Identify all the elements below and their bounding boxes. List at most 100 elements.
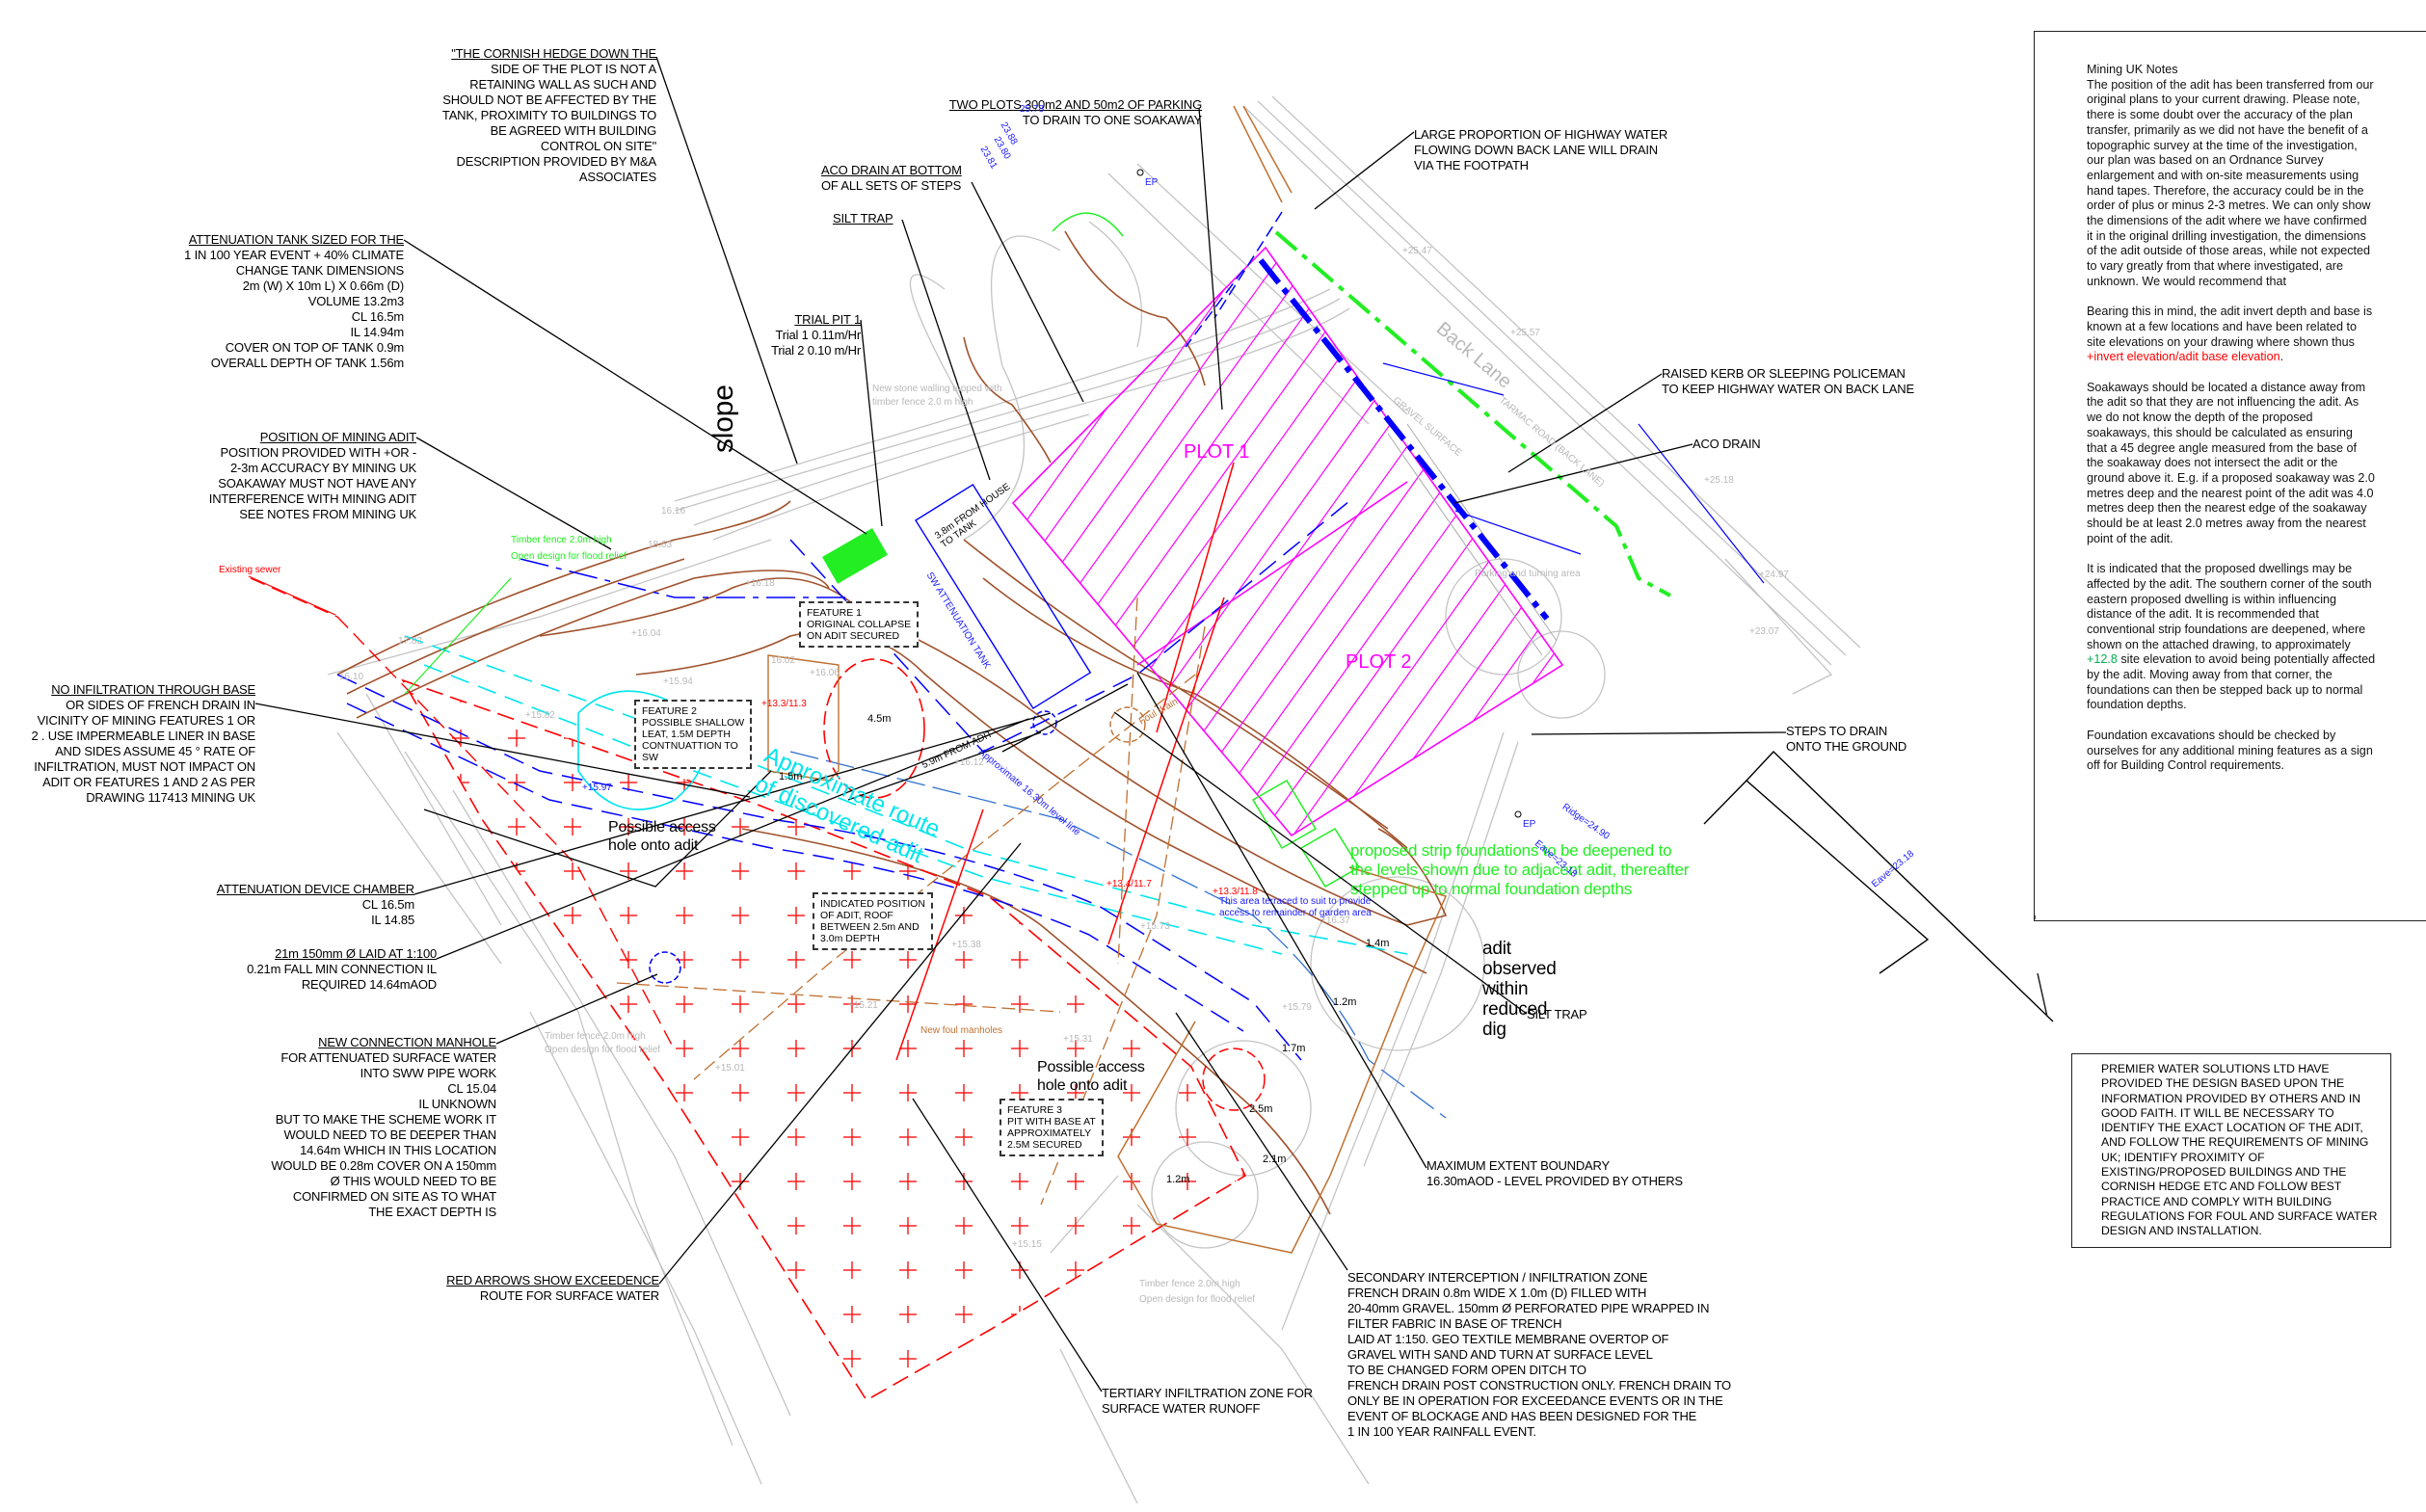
cross-mark	[508, 1217, 525, 1234]
footpath-edge	[1233, 105, 1283, 203]
stone-wall-label: New stone walling topped with	[872, 384, 1002, 394]
feature-3-box: FEATURE 3 PIT WITH BASE AT APPROXIMATELY…	[1000, 1099, 1104, 1156]
cross-mark	[843, 1084, 861, 1101]
cross-mark	[508, 818, 525, 836]
back-lane-drain	[1185, 211, 1283, 348]
cross-mark	[620, 995, 637, 1013]
cross-mark	[1011, 1394, 1028, 1400]
cross-mark	[899, 1084, 917, 1101]
foul-drain	[616, 597, 1206, 1206]
cross-mark	[1123, 995, 1140, 1013]
cross-mark	[452, 995, 469, 1013]
cross-mark	[508, 1350, 525, 1367]
note-title: TWO PLOTS 300m2 AND 50m2 OF PARKING	[948, 97, 1202, 112]
dimension-label: 1.4m	[1366, 938, 1390, 949]
cross-mark	[899, 1040, 917, 1057]
cross-mark	[620, 1306, 637, 1323]
steps-drain-note: STEPS TO DRAIN ONTO THE GROUND	[1786, 724, 1907, 754]
cross-mark	[1179, 774, 1196, 791]
cross-mark	[732, 995, 749, 1013]
cross-mark	[1179, 1306, 1196, 1323]
cross-mark	[564, 774, 581, 791]
cross-mark	[564, 1128, 581, 1146]
hatch-line	[1106, 248, 1562, 836]
timber-fence-label: Timber fence 2.0m high	[511, 535, 612, 545]
feature1-collapse-circle	[823, 658, 925, 799]
cross-mark	[787, 1350, 805, 1367]
cross-mark	[1179, 1084, 1196, 1101]
dimension-label: 1.5m	[779, 771, 803, 783]
note-body: ROUTE FOR SURFACE WATER	[479, 1288, 659, 1303]
cross-mark	[899, 1128, 917, 1146]
note-body: POSITION PROVIDED WITH +OR - 2-3m ACCURA…	[208, 445, 416, 521]
cross-mark	[843, 862, 861, 880]
cross-mark	[564, 907, 581, 924]
cross-mark	[899, 1306, 917, 1323]
plot-divider	[1136, 481, 1408, 666]
cross-mark	[620, 1173, 637, 1190]
notes-title: Mining UK Notes	[2087, 63, 2178, 76]
slope-label: slope	[707, 385, 739, 453]
cross-mark	[843, 1173, 861, 1190]
cross-mark	[620, 1084, 637, 1101]
survey-linework	[327, 95, 1861, 1504]
cross-mark	[1235, 1261, 1245, 1279]
cross-mark	[1179, 1261, 1196, 1279]
hatch-line	[1532, 248, 1562, 836]
cross-mark	[676, 1261, 693, 1279]
access-hole-note-2: Possible access hole onto adit	[1037, 1059, 1145, 1094]
cross-mark	[403, 1350, 413, 1367]
cross-mark	[1179, 1350, 1196, 1367]
cross-mark	[732, 1350, 749, 1367]
timber-fence-label: Open design for flood relief	[511, 551, 627, 562]
dimension-label: 4.5m	[867, 713, 892, 725]
cross-mark	[787, 729, 805, 747]
cross-mark	[620, 818, 637, 836]
note-body: TO DRAIN TO ONE SOAKAWAY	[1022, 113, 1202, 127]
cross-mark	[676, 1394, 693, 1400]
spot-level: +25.47	[1402, 246, 1432, 256]
cross-mark	[508, 729, 525, 747]
hatch-line	[1400, 248, 1562, 836]
spot-level: +16.37	[1320, 915, 1350, 926]
cross-mark	[1067, 1173, 1084, 1190]
notes-text: Bearing this in mind, the adit invert de…	[2087, 305, 2373, 349]
cross-mark	[843, 1350, 861, 1367]
hatch-line	[1335, 248, 1562, 836]
cross-mark	[1235, 774, 1245, 791]
cross-mark	[1179, 995, 1196, 1013]
notes-paragraph: It is indicated that the proposed dwelli…	[2087, 562, 2376, 713]
cross-mark	[843, 951, 861, 968]
note-title: 21m 150mm Ø LAID AT 1:100	[275, 946, 437, 961]
cross-mark	[955, 774, 973, 791]
cross-mark	[787, 1040, 805, 1057]
cross-mark	[564, 1394, 581, 1400]
cross-mark	[732, 1128, 749, 1146]
cross-mark	[899, 729, 917, 747]
timber-fence-leader	[404, 577, 512, 695]
cross-mark	[732, 1217, 749, 1234]
cross-mark	[1011, 1173, 1028, 1190]
cross-mark	[564, 685, 581, 703]
cross-mark	[564, 951, 581, 968]
cross-mark	[732, 951, 749, 968]
spot-level: +16.06	[810, 668, 840, 678]
sw-attenuation-tank-outline	[915, 483, 1092, 710]
hatch-line	[1013, 248, 1327, 836]
cross-mark	[899, 862, 917, 880]
cross-mark	[1011, 818, 1028, 836]
hatch-line	[1013, 248, 1491, 836]
cross-mark	[564, 1173, 581, 1190]
spot-level: +16.18	[745, 578, 775, 589]
cross-mark	[1123, 1217, 1140, 1234]
note-title: RED ARROWS SHOW EXCEEDENCE	[446, 1273, 659, 1287]
foundation-boxes	[1251, 779, 1361, 889]
cross-mark	[787, 1394, 805, 1400]
note-body: Trial 1 0.11m/Hr Trial 2 0.10 m/Hr	[771, 328, 861, 358]
cross-mark	[1067, 1306, 1084, 1323]
hatch-line	[1565, 193, 2047, 867]
building-outline	[1703, 751, 2054, 1022]
